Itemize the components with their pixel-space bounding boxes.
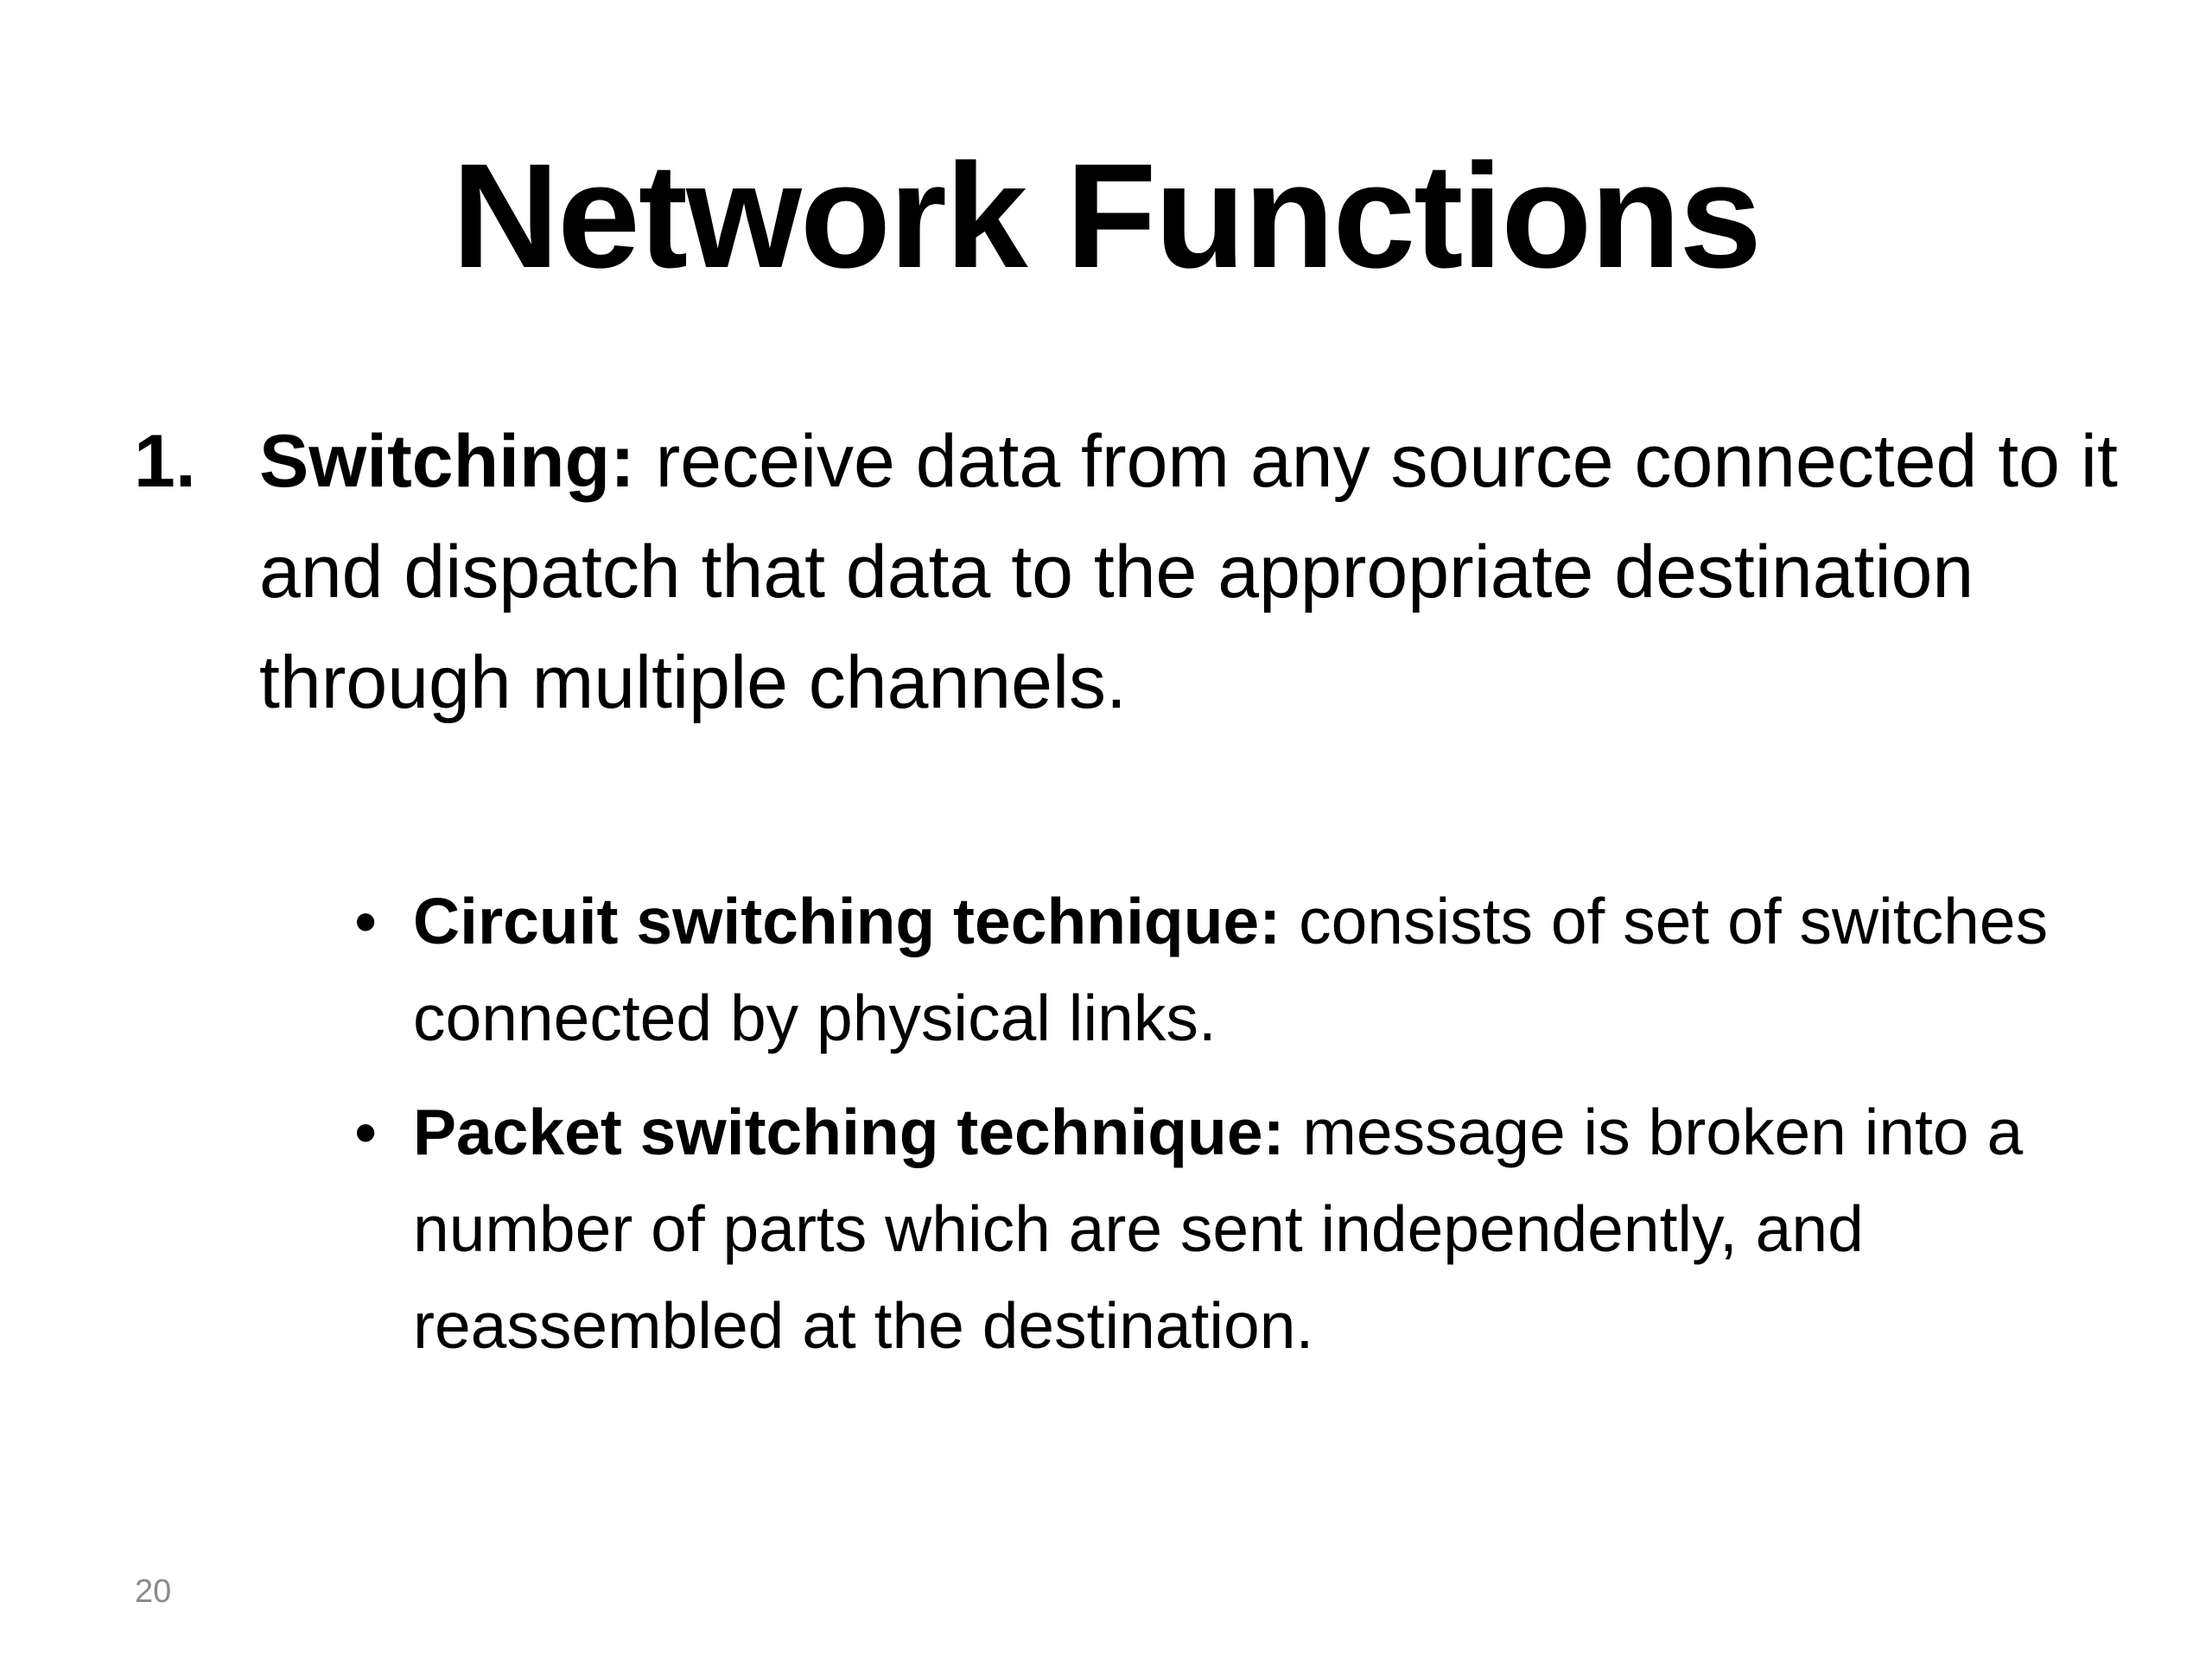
bullet-term: Circuit switching technique: xyxy=(413,885,1281,957)
list-description: receive data from any source connected t… xyxy=(259,420,2118,724)
bullet-icon: • xyxy=(354,1096,378,1168)
slide-title: Network Functions xyxy=(451,133,1762,299)
bullet-description: message is broken into a number of parts… xyxy=(413,1096,2024,1362)
list-term: Switching: xyxy=(259,420,635,503)
bullet-item-circuit-switching: • Circuit switching technique: consists … xyxy=(354,873,2126,1066)
numbered-list: 1. Switching: receive data from any sour… xyxy=(134,406,2121,738)
bullet-list: • Circuit switching technique: consists … xyxy=(354,873,2126,1391)
list-number: 1. xyxy=(134,420,196,503)
bullet-term: Packet switching technique: xyxy=(413,1096,1285,1168)
list-item-switching: 1. Switching: receive data from any sour… xyxy=(134,406,2121,738)
bullet-item-packet-switching: • Packet switching technique: message is… xyxy=(354,1084,2126,1374)
page-number: 20 xyxy=(135,1573,172,1610)
bullet-description: consists of set of switches connected by… xyxy=(413,885,2049,1054)
bullet-icon: • xyxy=(354,885,378,957)
